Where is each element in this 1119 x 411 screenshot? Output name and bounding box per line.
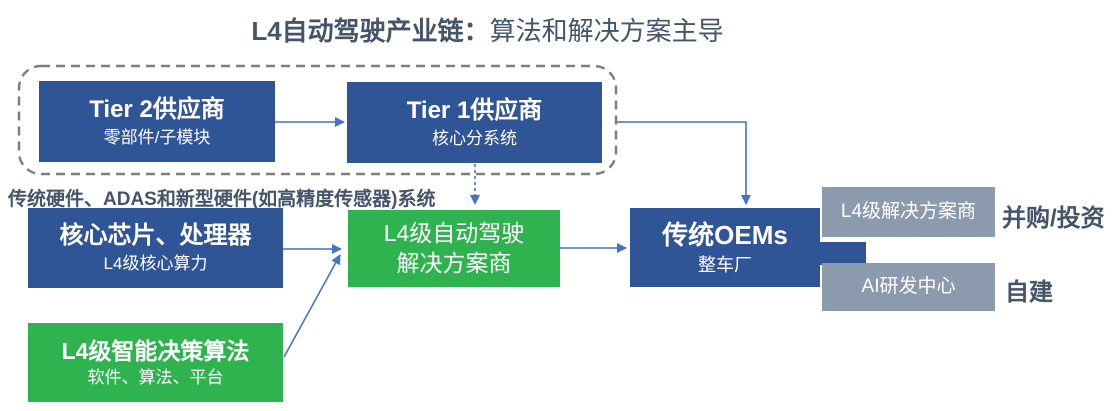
algorithm-title: L4级智能决策算法	[61, 337, 250, 364]
solution-line1: L4级自动驾驶	[383, 219, 525, 246]
ai-rd-center-box: AI研发中心	[822, 263, 995, 311]
core-chip-subtitle: L4级核心算力	[103, 254, 208, 274]
tier1-title: Tier 1供应商	[406, 96, 543, 124]
acquisition-target-box: L4级解决方案商	[822, 187, 995, 237]
core-chip-title: 核心芯片、处理器	[59, 222, 252, 250]
hardware-note: 传统硬件、ADAS和新型硬件(如高精度传感器)系统	[8, 189, 436, 210]
oems-title: 传统OEMs	[662, 220, 788, 250]
title-sub: 算法和解决方案主导	[489, 16, 724, 46]
tier2-supplier-box: Tier 2供应商 零部件/子模块	[39, 81, 275, 162]
tier2-subtitle: 零部件/子模块	[103, 127, 211, 147]
oems-subtitle: 整车厂	[698, 254, 752, 275]
page-title: L4自动驾驶产业链：算法和解决方案主导	[0, 11, 975, 48]
title-main: L4自动驾驶产业链：	[251, 16, 490, 46]
arrow-suppliers-to-oems	[617, 121, 751, 205]
acquisition-target-label: L4级解决方案商	[840, 201, 977, 223]
traditional-oems-box: 传统OEMs 整车厂	[630, 208, 820, 287]
algorithm-subtitle: 软件、算法、平台	[87, 368, 224, 388]
acquisition-mode-label: 并购/投资	[1002, 205, 1105, 232]
ai-rd-center-label: AI研发中心	[861, 276, 956, 298]
l4-algorithm-box: L4级智能决策算法 软件、算法、平台	[28, 323, 283, 402]
l4-solution-provider-box: L4级自动驾驶 解决方案商	[348, 210, 560, 287]
tier2-title: Tier 2供应商	[89, 95, 225, 123]
self-build-mode-label: 自建	[1005, 279, 1053, 306]
tier1-subtitle: 核心分系统	[432, 128, 517, 148]
core-chip-box: 核心芯片、处理器 L4级核心算力	[28, 208, 283, 288]
arrow-algorithm-to-solution	[283, 254, 341, 358]
oems-connector-stub	[819, 242, 866, 265]
solution-line2: 解决方案商	[396, 249, 512, 276]
tier1-supplier-box: Tier 1供应商 核心分系统	[347, 82, 602, 163]
